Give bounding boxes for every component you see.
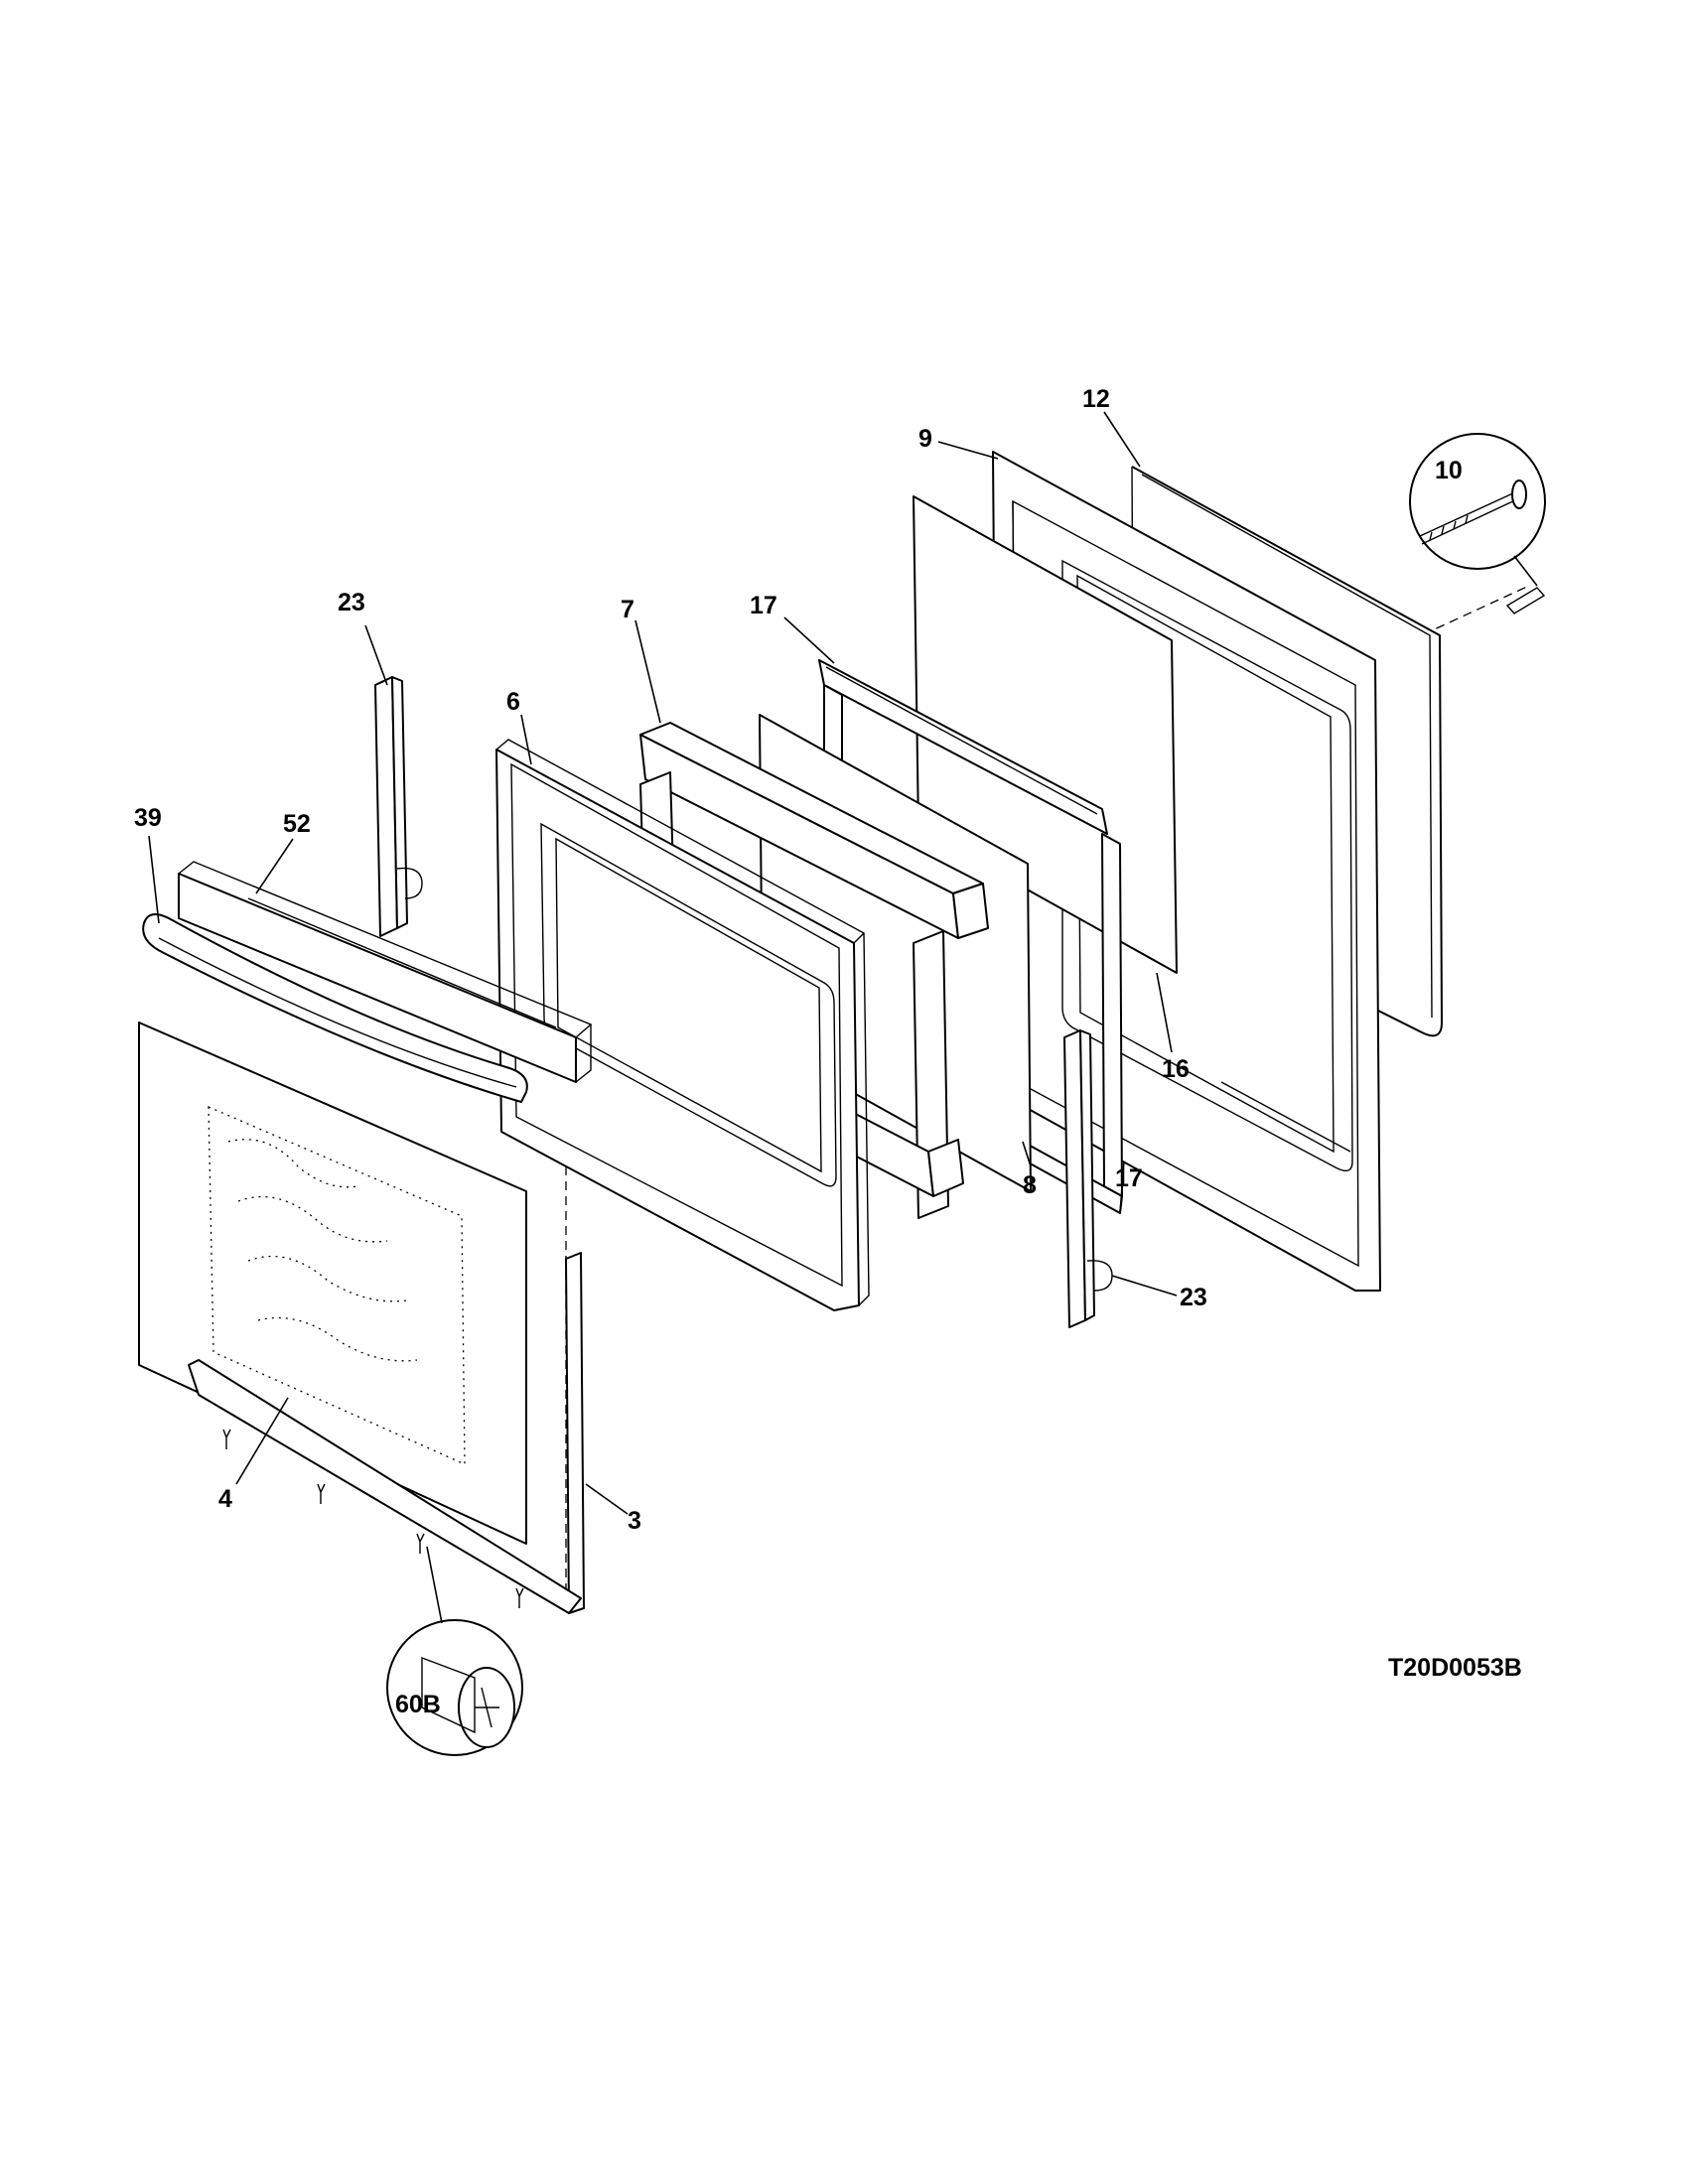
leader-23b (1111, 1275, 1178, 1297)
leader-16 (1156, 972, 1173, 1053)
leader-12 (1103, 411, 1141, 468)
part-23-hinge-lower (1063, 1029, 1113, 1328)
part-60b-screw-detail (386, 1546, 523, 1756)
part-39-door-handle (142, 913, 528, 1103)
leader-17b (1119, 1160, 1125, 1214)
callout-6: 6 (506, 688, 520, 716)
part-4-outer-door-panel (138, 1022, 527, 1545)
callout-23-upper: 23 (338, 589, 365, 616)
leader-6 (520, 714, 532, 765)
part-3-door-side-frame (188, 1252, 585, 1614)
screws (222, 1429, 524, 1608)
callout-10: 10 (1435, 457, 1463, 484)
diagram-code: T20D0053B (1388, 1654, 1522, 1682)
leader-17a (783, 616, 835, 664)
leader-9 (937, 441, 999, 460)
leader-3 (585, 1483, 629, 1515)
leader-52 (255, 838, 294, 894)
leader-23a (364, 624, 388, 686)
leader-39 (148, 835, 160, 924)
part-10-screw-detail (1409, 433, 1546, 614)
callout-3: 3 (628, 1507, 641, 1535)
callout-7: 7 (621, 596, 634, 623)
callout-16: 16 (1162, 1055, 1190, 1083)
callout-52: 52 (283, 810, 311, 838)
callout-23-lower: 23 (1180, 1284, 1207, 1311)
callout-12: 12 (1082, 385, 1110, 413)
leader-8 (1022, 1141, 1032, 1167)
callout-60b: 60B (395, 1691, 441, 1718)
leader-4 (235, 1397, 289, 1485)
callout-4: 4 (218, 1485, 232, 1513)
part-23-hinge-upper (374, 676, 423, 937)
leader-7 (634, 619, 661, 724)
part-52-vent-trim (178, 861, 593, 1083)
callout-17-upper: 17 (750, 592, 777, 619)
callout-8: 8 (1023, 1171, 1037, 1199)
callout-9: 9 (918, 425, 932, 453)
callout-17-lower: 17 (1115, 1164, 1143, 1192)
callout-39: 39 (134, 804, 162, 832)
part-7-insulation (639, 722, 989, 1219)
